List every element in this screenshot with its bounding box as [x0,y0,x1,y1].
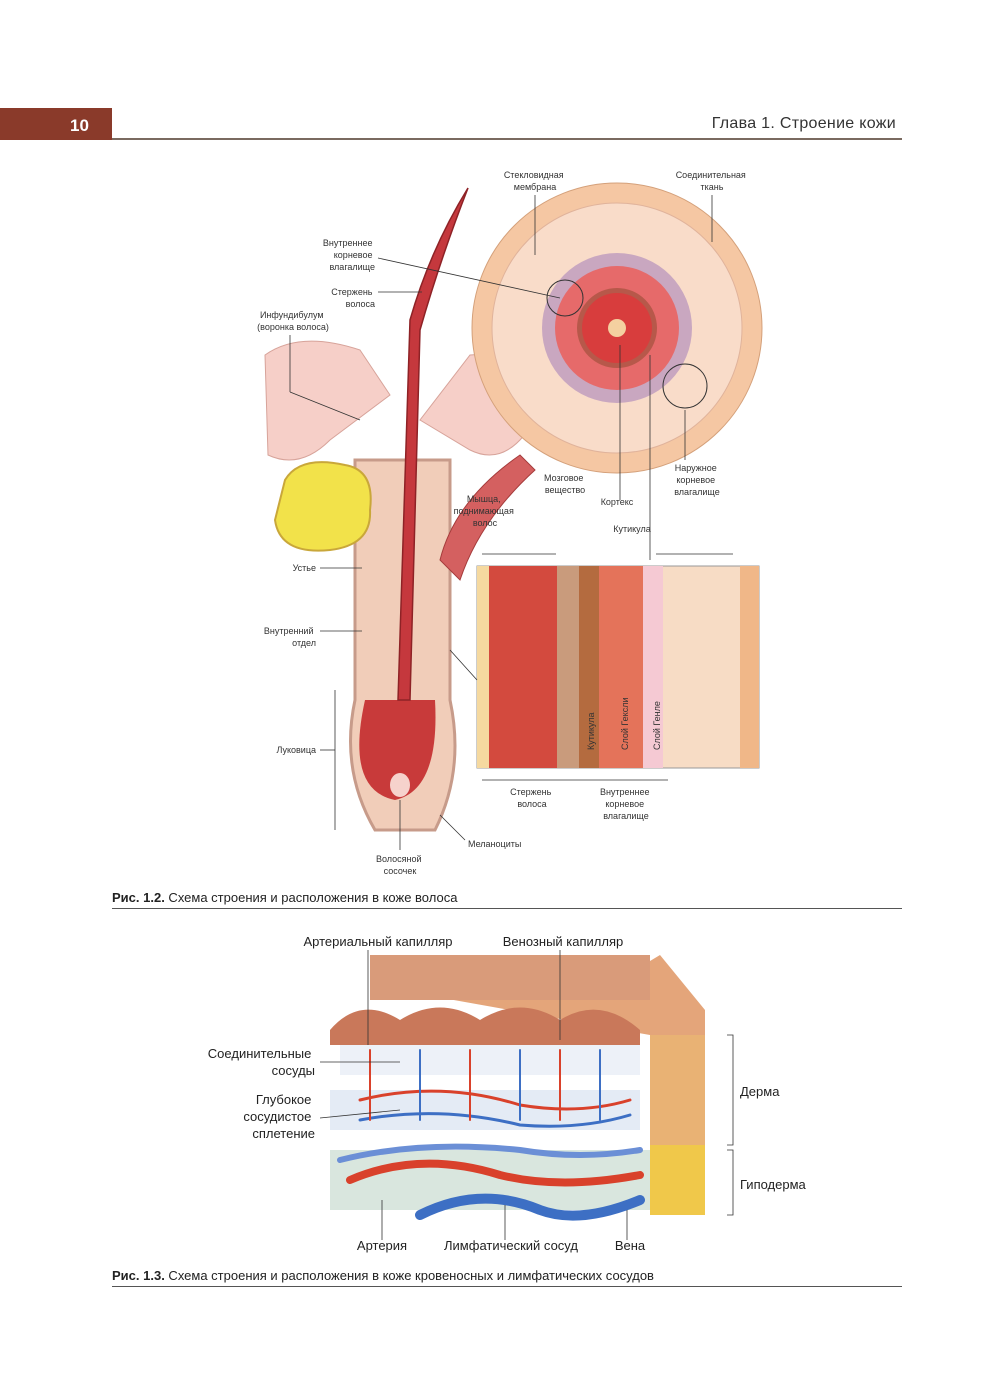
label-medulla: Мозговое вещество [544,473,586,495]
epidermis-left [264,340,391,461]
figure1-caption-text: Схема строения и расположения в коже вол… [164,890,458,905]
skin-surface [370,955,650,1000]
chapter-title: Глава 1. Строение кожи [711,115,896,132]
arrector-muscle [439,454,536,581]
zoom-circle-2 [662,363,708,409]
detail-cuticle-sheath [579,566,599,768]
label-bulb: Луковица [276,745,316,755]
detail-medulla [477,566,489,768]
label-artery: Артерия [357,1238,407,1253]
label-lymph-vessel: Лимфатический сосуд [444,1238,578,1253]
label-outer-root-sheath: Наружное корневое влагалище [674,463,720,497]
label-melanocytes: Меланоциты [468,839,521,849]
hair-illustration: Стекловидная мембрана Соединительная тка… [257,170,763,876]
figure1-caption-rule [112,908,902,909]
sebaceous-gland [273,461,372,552]
label-vertical-huxley: Слой Гексли [620,698,630,750]
page-number: 10 [70,116,89,135]
hair-bulb [359,700,436,800]
leader-lines [289,195,733,850]
figure2-caption-prefix: Рис. 1.3. [112,1268,165,1283]
vessels-leader-lines [319,950,734,1240]
label-shaft-bottom: Стержень волоса [510,787,554,809]
figure2-caption-text: Схема строения и расположения в коже кро… [164,1268,654,1283]
hair-shaft [397,187,469,701]
label-vein: Вена [615,1238,646,1253]
label-papilla: Волосяной сосочек [376,854,424,876]
label-arterial-capillary: Артериальный капилляр [303,934,452,949]
figure2-caption-rule [112,1286,902,1287]
figure1-caption-prefix: Рис. 1.2. [112,890,165,905]
label-arrector-muscle: Мышца, поднимающая волос [454,494,517,528]
detail-henle [643,566,663,768]
detail-cortex [489,566,557,768]
vessels-illustration: Артериальный капилляр Венозный капилляр … [208,934,807,1253]
label-connective-vessels: Соединительные сосуды [208,1046,315,1078]
label-deep-plexus: Глубокое сосудистое сплетение [243,1092,315,1141]
header-rule [112,138,902,140]
zoom-circle-1 [546,279,584,317]
hair-structure-figure: Стекловидная мембрана Соединительная тка… [0,160,1000,885]
figure1-caption: Рис. 1.2. Схема строения и расположения … [112,890,457,905]
detail-huxley [599,566,643,768]
label-vertical-henle: Слой Генле [652,701,662,750]
vessel-network [337,1049,645,1221]
label-infundibulum: Инфундибулум (воронка волоса) [257,310,329,332]
label-venous-capillary: Венозный капилляр [503,934,623,949]
superficial-plexus-layer [340,1045,640,1075]
label-connective-tissue: Соединительная ткань [676,170,749,192]
label-inner-part: Внутренний отдел [264,626,316,648]
cross-section-medulla [608,319,626,337]
header-bar [0,108,112,140]
label-vertical-cuticle: Кутикула [586,713,596,751]
detail-cuticle-hair [557,566,579,768]
dermis-block [650,1035,705,1145]
label-dermis: Дерма [740,1084,780,1099]
hypodermis-block [650,1145,705,1215]
label-ostium: Устье [293,563,316,573]
label-hypodermis: Гиподерма [740,1177,807,1192]
epidermis-ridges [330,1007,640,1045]
label-inner-root-sheath-top: Внутреннее корневое влагалище [323,238,375,272]
vessels-figure: Артериальный капилляр Венозный капилляр … [0,925,1000,1260]
label-cortex: Кортекс [601,497,634,507]
dermal-papilla [390,773,410,797]
detail-outer [740,566,759,768]
label-cuticle: Кутикула [613,524,651,534]
label-inner-sheath-bottom: Внутреннее корневое влагалище [600,787,652,821]
figure2-caption: Рис. 1.3. Схема строения и расположения … [112,1268,654,1283]
label-vitreous-membrane: Стекловидная мембрана [504,170,566,192]
label-hair-shaft-top: Стержень волоса [331,287,375,309]
